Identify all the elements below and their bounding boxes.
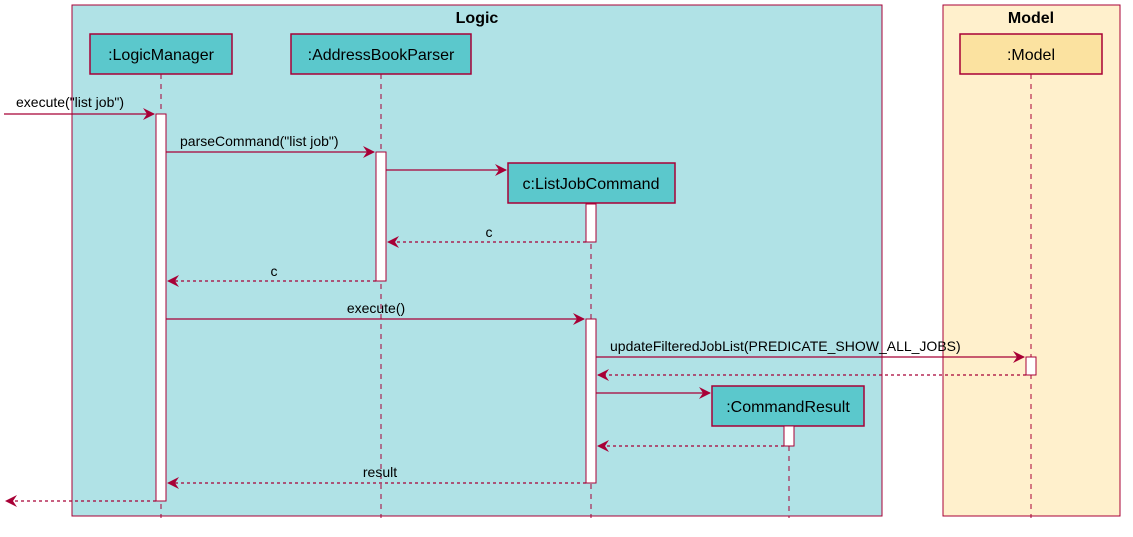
message-return-c-manager: c bbox=[167, 263, 376, 287]
activation-command-result bbox=[783, 425, 795, 447]
participant-command-result: :CommandResult bbox=[711, 385, 865, 427]
logic-box: Logic bbox=[71, 4, 883, 517]
model-box: Model bbox=[942, 4, 1121, 517]
message-return-result: result bbox=[167, 464, 586, 489]
message-execute-list-job-label: execute("list job") bbox=[16, 94, 124, 110]
logic-box-title: Logic bbox=[456, 10, 499, 27]
message-parse-command: parseCommand("list job") bbox=[166, 133, 375, 158]
message-update-filtered: updateFilteredJobList(PREDICATE_SHOW_ALL… bbox=[596, 338, 1025, 363]
participant-logic-manager-label: :LogicManager bbox=[108, 47, 215, 64]
participant-list-job-command-label: c:ListJobCommand bbox=[523, 176, 660, 193]
participant-address-book-parser: :AddressBookParser bbox=[290, 33, 472, 75]
activation-model bbox=[1025, 356, 1037, 376]
message-parse-command-label: parseCommand("list job") bbox=[180, 133, 339, 149]
activation-list-job-command-execute bbox=[585, 318, 597, 484]
message-execute-label: execute() bbox=[347, 300, 405, 316]
participant-logic-manager: :LogicManager bbox=[89, 33, 233, 75]
message-return-c-parser-label: c bbox=[486, 224, 493, 240]
message-return-c-parser: c bbox=[387, 224, 586, 248]
participant-command-result-label: :CommandResult bbox=[726, 399, 850, 416]
participant-address-book-parser-label: :AddressBookParser bbox=[308, 47, 455, 64]
message-update-filtered-label: updateFilteredJobList(PREDICATE_SHOW_ALL… bbox=[610, 338, 961, 354]
message-execute-list-job: execute("list job") bbox=[4, 94, 155, 120]
activation-address-book-parser bbox=[375, 151, 387, 282]
participant-model: :Model bbox=[959, 33, 1103, 75]
message-execute: execute() bbox=[166, 300, 585, 325]
message-return-c-manager-label: c bbox=[271, 263, 278, 279]
activation-list-job-command-construct bbox=[585, 203, 597, 243]
model-box-title: Model bbox=[1008, 10, 1054, 27]
participant-model-label: :Model bbox=[1007, 47, 1055, 64]
participant-list-job-command: c:ListJobCommand bbox=[507, 162, 676, 204]
message-return-result-label: result bbox=[363, 464, 397, 480]
activation-logic-manager bbox=[155, 113, 167, 502]
